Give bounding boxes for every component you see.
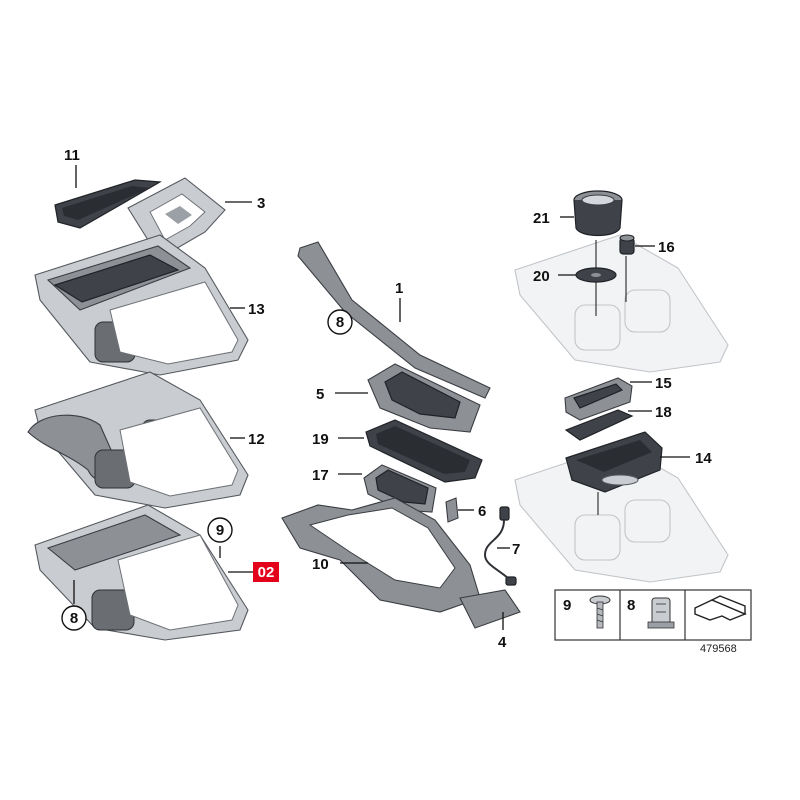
- callout-9a-circle[interactable]: [207, 517, 233, 543]
- part-19-mat[interactable]: [365, 419, 483, 483]
- clip-icon: [647, 597, 675, 629]
- callout-1[interactable]: 1: [395, 280, 403, 297]
- callout-02[interactable]: 02: [258, 564, 275, 581]
- assembly-arrow-icon: [694, 595, 747, 621]
- callout-14[interactable]: 14: [695, 450, 712, 467]
- callout-7[interactable]: 7: [512, 541, 520, 558]
- callout-21[interactable]: 21: [533, 210, 550, 227]
- part-20-disc[interactable]: [575, 267, 617, 283]
- callout-8b[interactable]: 8: [336, 314, 344, 331]
- ghost-console-top: [514, 234, 729, 373]
- part-17-compartment-tray[interactable]: [363, 464, 437, 513]
- screw-icon: [589, 595, 611, 629]
- part-15-tray[interactable]: [564, 377, 633, 421]
- part-18-mat[interactable]: [564, 409, 634, 441]
- part-11-mat[interactable]: [54, 179, 162, 229]
- fastener-legend: 9 8: [554, 589, 752, 641]
- callout-3[interactable]: 3: [257, 195, 265, 212]
- reference-number: 479568: [700, 643, 737, 655]
- callout-20[interactable]: 20: [533, 268, 550, 285]
- callout-8b-circle[interactable]: [327, 309, 353, 335]
- legend-label-8: 8: [627, 597, 635, 614]
- part-10-carrier-frame[interactable]: [281, 497, 521, 629]
- callout-12[interactable]: 12: [248, 431, 265, 448]
- part-16-plug[interactable]: [619, 234, 635, 255]
- part-02-console-insert[interactable]: [34, 504, 249, 641]
- part-6-small-cover[interactable]: [445, 497, 459, 523]
- callout-8a-circle[interactable]: [61, 605, 87, 631]
- callout-15[interactable]: 15: [655, 375, 672, 392]
- part-14-tray-insert[interactable]: [565, 431, 663, 493]
- callout-19[interactable]: 19: [312, 431, 329, 448]
- callout-02-highlight-box[interactable]: [253, 562, 279, 582]
- callout-17[interactable]: 17: [312, 467, 329, 484]
- part-5-tray-holder[interactable]: [367, 363, 481, 433]
- callout-9a[interactable]: 9: [216, 522, 224, 539]
- part-7-cable[interactable]: [483, 506, 517, 586]
- callout-5[interactable]: 5: [316, 386, 324, 403]
- callout-8a[interactable]: 8: [70, 610, 78, 627]
- part-13-console-insert[interactable]: [34, 234, 249, 376]
- part-1-trim-strip[interactable]: [297, 241, 491, 399]
- callout-18[interactable]: 18: [655, 404, 672, 421]
- callout-10[interactable]: 10: [312, 556, 329, 573]
- ghost-console-bottom: [514, 444, 729, 583]
- callout-13[interactable]: 13: [248, 301, 265, 318]
- callout-16[interactable]: 16: [658, 239, 675, 256]
- part-12-console-insert[interactable]: [27, 371, 249, 509]
- legend-label-9: 9: [563, 597, 571, 614]
- callout-11[interactable]: 11: [64, 147, 80, 164]
- callout-4[interactable]: 4: [498, 634, 507, 651]
- part-21-ashtray-cup[interactable]: [573, 190, 623, 237]
- callout-6[interactable]: 6: [478, 503, 486, 520]
